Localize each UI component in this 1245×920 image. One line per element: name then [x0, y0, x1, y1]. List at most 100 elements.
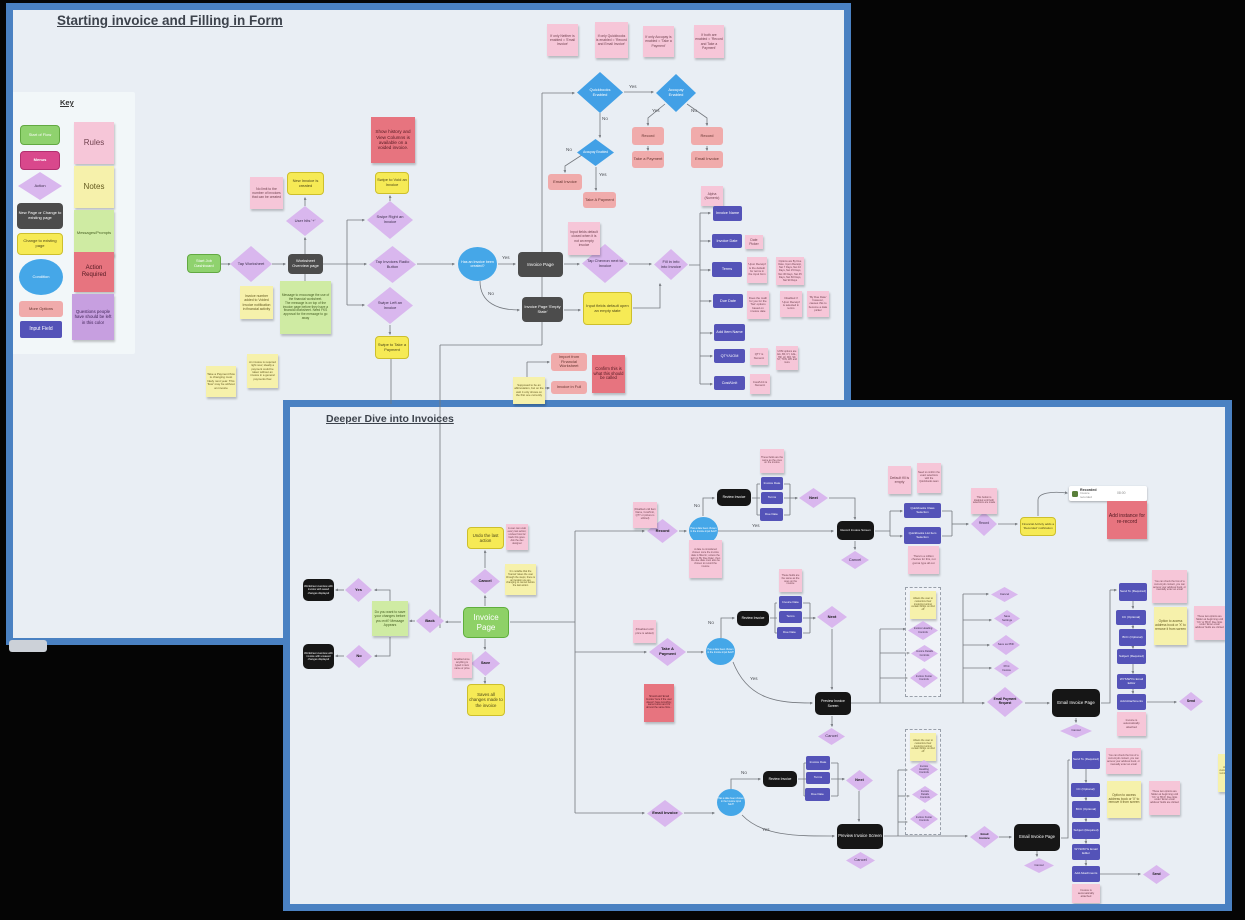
sticky-red-shape[interactable]: Should add 'Email Invoice' here if the u… — [644, 684, 674, 722]
import-from-worksheet[interactable]: Import from Financial Worksheet — [551, 353, 587, 371]
record-invoice-screen[interactable]: Record Invoice Screen — [837, 521, 874, 540]
input-shape[interactable]: CC (Optional) — [1116, 610, 1146, 625]
sticky-red-shape[interactable]: Show history and View Columns is availab… — [371, 117, 415, 163]
sticky-pink-shape[interactable]: Date Picker — [745, 235, 763, 249]
input-shape[interactable]: Due Date — [805, 788, 830, 801]
tap-invoices-radio[interactable]: Tap Invoices Radio Button — [369, 246, 416, 283]
has-invoice-been-created[interactable]: Has an Invoice been created? — [458, 247, 497, 281]
sticky-pink-shape[interactable]: Invoice is automatically attached — [1072, 884, 1100, 903]
quickbooks-class-selection[interactable]: Quickbooks Class Selection — [904, 503, 941, 518]
condition-shape[interactable]: Has a date been chosen in the Invoice in… — [706, 638, 735, 665]
key-more-options[interactable]: More Options — [19, 301, 63, 317]
sticky-yellow-shape[interactable]: Supposed to be an abbreviation, but on t… — [513, 377, 545, 404]
field-add-item-name[interactable]: Add Item Name — [714, 324, 745, 341]
invoice-in-full[interactable]: Invoice in Full — [551, 381, 587, 394]
sticky-red-shape[interactable]: Add instance for re-record — [1107, 501, 1147, 539]
action-shape[interactable]: Cancel — [846, 852, 875, 869]
sticky-pink-shape[interactable]: Alpha (Numeric) — [701, 186, 723, 206]
cancel-action[interactable]: Cancel — [470, 569, 500, 594]
black-shape[interactable]: Review Invoice — [763, 771, 797, 787]
sticky-pink-shape[interactable]: UOM options are EA, BF, CY, GAL, HR, LF,… — [776, 346, 798, 370]
sticky-pink-shape[interactable]: Need to confirm the exact selections wit… — [917, 463, 941, 493]
sticky-yellow-shape[interactable]: Allows the user to customize their invoi… — [910, 733, 936, 761]
options-shape[interactable]: Record — [632, 127, 664, 145]
sticky-pink-shape[interactable]: 'Upon Receipt' is the default for terms … — [747, 257, 767, 283]
key-sticky-action-required[interactable]: Action Required — [74, 252, 114, 292]
sticky-yellow-shape[interactable]: Take a Payment flow is changing most lik… — [206, 366, 236, 397]
user-hits-plus[interactable]: User hits '+' — [286, 206, 324, 236]
sticky-pink-shape[interactable]: This button is disabled until both selec… — [971, 488, 997, 514]
field-cost-unit[interactable]: Cost/Unit — [714, 376, 745, 390]
quickbooks-enabled[interactable]: Quickbooks Enabled — [577, 72, 623, 113]
key-sticky-questions[interactable]: Questions people have should be left in … — [72, 294, 114, 340]
sticky-pink-shape[interactable]: If only Quickbooks is enabled = 'Record … — [595, 22, 628, 58]
options-shape[interactable]: Take A Payment — [583, 192, 616, 208]
input-shape[interactable]: WYSIWYG Email Editor — [1117, 674, 1146, 689]
sticky-yellow-shape[interactable]: Allows the user to customize their invoi… — [910, 591, 936, 619]
invoice-page[interactable]: Invoice Page — [518, 252, 563, 277]
input-shape[interactable]: Due Date — [777, 627, 802, 639]
sticky-pink-shape[interactable]: No limit to the number of invoices that … — [250, 177, 283, 209]
action-shape[interactable]: Record — [971, 512, 997, 536]
input-shape[interactable]: Due Date — [760, 508, 783, 521]
email-invoice-action[interactable]: Email Invoice — [647, 800, 683, 827]
sticky-pink-shape[interactable]: A user can undo every last action; uncle… — [506, 524, 528, 550]
sticky-pink-shape[interactable]: Does the math for you for the 'Net' opti… — [747, 291, 769, 319]
undo-last-action[interactable]: Undo the last action — [467, 527, 504, 549]
sticky-yellow-shape[interactable]: Option to access address book or 'X' to … — [1154, 607, 1187, 645]
action-shape[interactable]: Next — [799, 488, 828, 508]
input-shape[interactable]: Invoice Date — [761, 477, 783, 490]
input-shape[interactable]: Subject (Required) — [1117, 649, 1146, 664]
sticky-yellow-shape[interactable]: Invoice number added to Voided Invoice n… — [240, 286, 273, 319]
input-shape[interactable]: Add Attachments — [1117, 694, 1146, 710]
sticky-pink-shape[interactable]: Invoice is automatically attached — [1117, 712, 1146, 736]
action-shape[interactable]: Cancel — [1060, 724, 1092, 738]
worksheet-unsaved-changes[interactable]: Worksheet overview with invoice with uns… — [303, 644, 334, 669]
sticky-pink-shape[interactable]: You can check the box of a current job c… — [1106, 748, 1141, 774]
sticky-pink-shape[interactable]: Input fields default closed when it is n… — [568, 222, 600, 255]
input-shape[interactable]: Terms — [806, 772, 830, 784]
action-shape[interactable]: Print Invoice — [994, 660, 1019, 677]
field-terms[interactable]: Terms — [712, 262, 742, 277]
sticky-pink-shape[interactable]: These fields are the same as the ones on… — [779, 569, 802, 592]
swipe-left-invoice[interactable]: Swipe Left an Invoice — [367, 287, 413, 324]
action-shape[interactable]: Save as PDF — [992, 635, 1020, 655]
key-sticky-notes[interactable]: Notes — [74, 166, 114, 208]
sticky-pink-shape[interactable]: If only Accupay is enabled = 'Take a Pay… — [643, 26, 674, 57]
sticky-pink-shape[interactable]: (Disabled until Item Name, Cost/Unit, QT… — [633, 502, 657, 528]
action-shape[interactable]: Cancel — [841, 551, 869, 569]
action-shape[interactable]: Next — [817, 606, 847, 628]
condition-shape[interactable]: Has a date been chosen in the Invoice in… — [717, 789, 745, 816]
swipe-take-payment[interactable]: Swipe to Take a Payment — [375, 336, 409, 359]
saves-all-changes[interactable]: Saves all changes made to the invoice — [467, 684, 505, 716]
accupay-enabled[interactable]: Accupay Enabled — [656, 74, 696, 112]
sticky-green-shape[interactable]: Message to encourage the use of the fina… — [280, 281, 331, 334]
input-shape[interactable]: BCC (Optional) — [1072, 801, 1100, 818]
sticky-yellow-shape[interactable]: Allows the user to customize their invoi… — [1218, 754, 1225, 792]
email-invoice-page[interactable]: Email Invoice Page — [1052, 689, 1100, 717]
input-shape[interactable]: Subject (Required) — [1072, 822, 1100, 839]
sticky-pink-shape[interactable]: (Disabled until price is added) — [633, 620, 656, 643]
field-qty-uom[interactable]: QTY/UOM — [714, 349, 745, 363]
black-shape[interactable]: Review Invoice — [737, 611, 769, 626]
input-shape[interactable]: Terms — [779, 611, 802, 623]
sticky-pink-shape[interactable]: Enabled once anything is typed in item n… — [452, 652, 472, 678]
sticky-pink-shape[interactable]: You can check the box of a current job c… — [1152, 570, 1187, 603]
input-shape[interactable]: Send To (Required) — [1072, 751, 1100, 769]
input-shape[interactable]: Invoice Date — [806, 756, 830, 770]
sticky-pink-shape[interactable]: These two options are hidden at beginnin… — [1149, 781, 1180, 815]
sticky-pink-shape[interactable]: If only Neither is enabled = 'Email Invo… — [547, 24, 578, 56]
preview-invoice-screen[interactable]: Preview Invoice Screen — [815, 692, 851, 715]
key-sticky-rules[interactable]: Rules — [74, 122, 114, 164]
start-job-dashboard[interactable]: Start Job Dashboard — [187, 254, 221, 273]
action-shape[interactable]: Send — [1143, 865, 1170, 884]
input-shape[interactable]: Invoice Date — [779, 596, 802, 609]
options-shape[interactable]: Email Invoice — [548, 174, 582, 190]
sticky-green-shape[interactable]: Do you want to save your changes before … — [372, 601, 408, 636]
key-condition[interactable]: Condition — [19, 259, 63, 295]
back-action[interactable]: Back — [416, 609, 444, 633]
key-input-field[interactable]: Input Field — [20, 321, 62, 338]
sticky-pink-shape[interactable]: 'By Due Date' however, causes this to be… — [807, 291, 829, 317]
worksheet-saved-changes[interactable]: Worksheet overview with invoice with sav… — [303, 579, 334, 601]
worksheet-overview-page[interactable]: Worksheet Overview page — [288, 254, 323, 274]
